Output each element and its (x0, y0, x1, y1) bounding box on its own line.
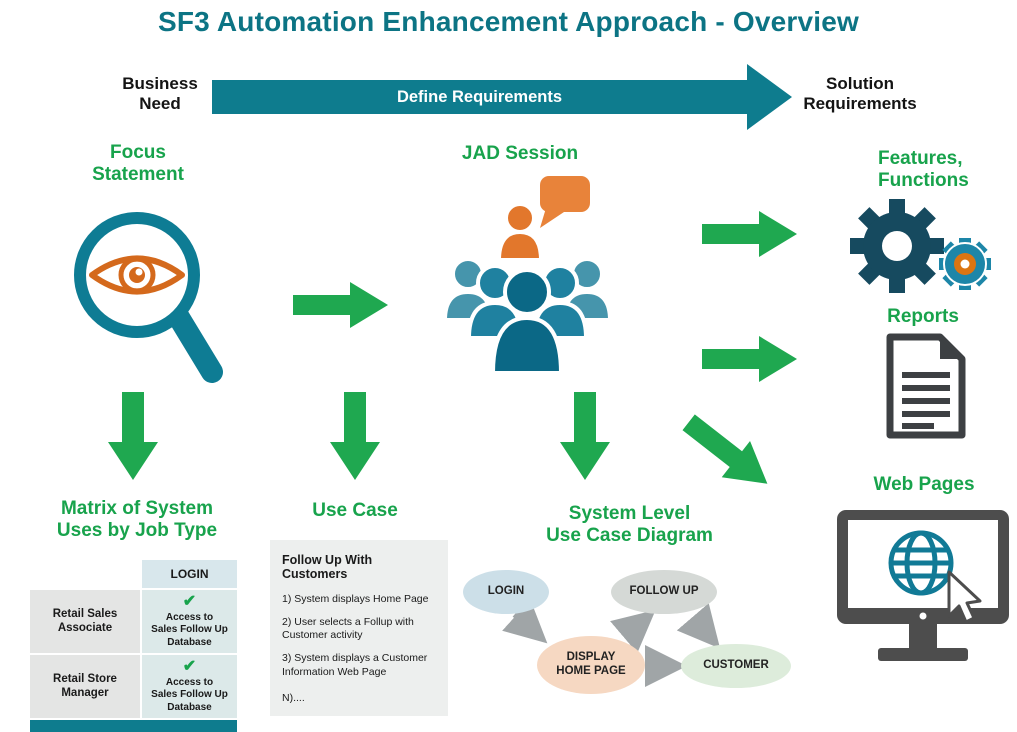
use-case-step: N).... (282, 692, 305, 705)
check-icon: ✔ (182, 592, 197, 610)
magnifier-eye-icon (74, 212, 223, 383)
report-document-icon (886, 333, 966, 439)
gears-icon (850, 199, 991, 293)
arrow-jad-to-features (702, 211, 797, 257)
matrix-footer-bar (30, 720, 237, 732)
matrix-row-job: Retail Store Manager (30, 655, 140, 718)
use-case-connector-arrows (502, 599, 721, 687)
arrow-jad-to-reports (702, 336, 797, 382)
web-pages-label: Web Pages (873, 474, 975, 495)
matrix-title: Matrix of System Uses by Job Type (56, 498, 218, 541)
matrix-row-access: ✔ Access to Sales Follow Up Database (142, 590, 237, 653)
matrix-table: LOGIN Retail Sales Associate ✔ Access to… (30, 560, 237, 732)
web-monitor-icon (837, 510, 1009, 661)
jad-session-label: JAD Session (461, 143, 579, 164)
arrow-focus-to-matrix (108, 392, 158, 480)
matrix-row-access: ✔ Access to Sales Follow Up Database (142, 655, 237, 718)
matrix-header-empty-cell (30, 560, 140, 588)
matrix-access-text: Access to Sales Follow Up Database (151, 611, 228, 648)
solution-requirements-label: Solution Requirements (803, 74, 917, 113)
use-case-heading: Follow Up With Customers (282, 553, 373, 581)
node-login: LOGIN (463, 570, 549, 614)
use-case-step: 1) System displays Home Page (282, 593, 429, 605)
use-case-title: Use Case (312, 500, 398, 521)
node-customer: CUSTOMER (681, 644, 791, 688)
page-title: SF3 Automation Enhancement Approach - Ov… (157, 6, 860, 37)
matrix-access-text: Access to Sales Follow Up Database (151, 676, 228, 713)
arrow-focus-to-jad (293, 282, 388, 328)
features-functions-label: Features, Functions (878, 148, 969, 191)
node-display-home-page: DISPLAY HOME PAGE (537, 636, 645, 694)
system-level-title: System Level Use Case Diagram (546, 503, 713, 546)
arrow-jad-to-system-level (560, 392, 610, 480)
node-follow-up: FOLLOW UP (611, 570, 717, 614)
use-case-step: 2) User selects a Follup with Customer a… (282, 615, 414, 642)
matrix-column-header: LOGIN (142, 560, 237, 588)
define-requirements-arrow (212, 64, 792, 130)
business-need-label: Business Need (122, 74, 198, 113)
use-case-box: Follow Up With Customers 1) System displ… (270, 540, 448, 716)
jad-people-icon (442, 176, 613, 375)
define-requirements-label: Define Requirements (396, 87, 563, 106)
cursor-icon (947, 570, 982, 624)
check-icon: ✔ (182, 657, 197, 675)
arrow-to-use-case (330, 392, 380, 480)
system-level-use-case-diagram: LOGIN FOLLOW UP DISPLAY HOME PAGE CUSTOM… (455, 556, 803, 708)
reports-label: Reports (887, 306, 959, 327)
arrow-jad-to-web-pages (682, 414, 768, 484)
matrix-row-job: Retail Sales Associate (30, 590, 140, 653)
use-case-step: 3) System displays a Customer Informatio… (282, 651, 428, 678)
focus-statement-label: Focus Statement (92, 142, 184, 185)
